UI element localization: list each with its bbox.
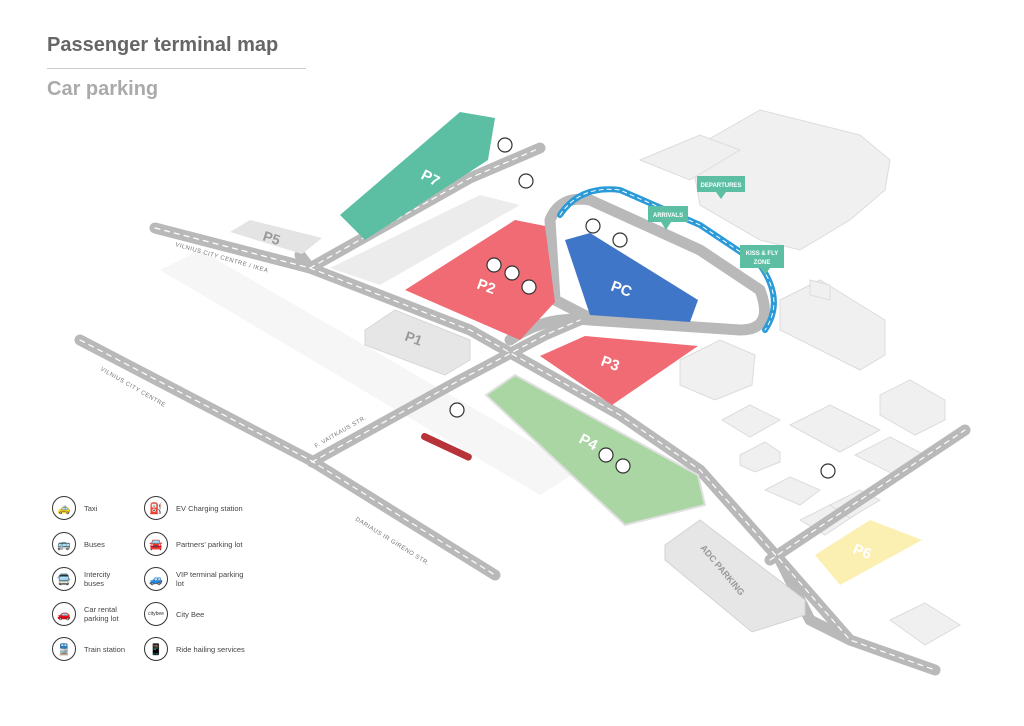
- legend-item-buses: 🚌Buses: [52, 532, 132, 556]
- terminal-building: [689, 109, 891, 251]
- label-p7: P7: [418, 167, 442, 191]
- label-p4: P4: [576, 431, 601, 455]
- vip-parking-icon: [521, 279, 537, 295]
- building: [788, 404, 882, 453]
- svg-text:DEPARTURES: DEPARTURES: [701, 183, 742, 189]
- label-p2: P2: [475, 276, 498, 298]
- label-p6: P6: [851, 541, 874, 563]
- parking-p1: [364, 309, 471, 376]
- building: [763, 476, 821, 506]
- car-rental-icon: [615, 458, 631, 474]
- map-icons: [449, 137, 836, 479]
- page-title: Passenger terminal map: [47, 34, 279, 56]
- legend-item-taxi: 🚕Taxi: [52, 496, 132, 520]
- ev-charging-icon: [486, 257, 502, 273]
- city-bee-icon: citybee: [144, 602, 168, 626]
- svg-text:KISS & FLY: KISS & FLY: [746, 251, 778, 257]
- ev-charging-icon: ⛽: [144, 496, 168, 520]
- ride-hailing-icon: 📱: [144, 637, 168, 661]
- pavement-strip: [160, 250, 580, 495]
- label-p1: P1: [403, 328, 425, 349]
- parking-p6: [815, 520, 922, 585]
- legend-item-partners: 🚘Partners' parking lot: [144, 532, 246, 556]
- parking-adc: [664, 519, 806, 633]
- parking-p2: [405, 220, 555, 340]
- parking-p5: [230, 220, 322, 254]
- building: [720, 404, 782, 438]
- road-vilnius-centre: [74, 334, 501, 581]
- building: [809, 279, 831, 301]
- title-divider: [47, 68, 306, 69]
- train-icon: [449, 402, 465, 418]
- taxi-icon: 🚕: [52, 496, 76, 520]
- parking-p7: [340, 112, 495, 240]
- parking-p4: [484, 373, 707, 527]
- label-p3: P3: [599, 353, 622, 375]
- legend-item-intercity: 🚍Intercity buses: [52, 567, 132, 591]
- callout-kiss-fly: KISS & FLY ZONE: [740, 245, 784, 275]
- buildings: [638, 109, 961, 646]
- train: [421, 432, 472, 461]
- vip-parking-icon: 🚙: [144, 567, 168, 591]
- partners-parking-icon: 🚘: [144, 532, 168, 556]
- train-icon: 🚆: [52, 637, 76, 661]
- taxi-icon: [497, 137, 513, 153]
- ev-charging-icon: [598, 447, 614, 463]
- svg-text:ARRIVALS: ARRIVALS: [653, 213, 683, 219]
- terminal-extension: [638, 134, 742, 181]
- bus-icon: [612, 232, 628, 248]
- legend-item-ride-hailing: 📱Ride hailing services: [144, 637, 246, 661]
- building: [889, 602, 961, 646]
- intercity-bus-icon: 🚍: [52, 567, 76, 591]
- building: [879, 379, 946, 436]
- car-rental-icon: 🚗: [52, 602, 76, 626]
- building: [679, 339, 756, 401]
- parking-pc: [565, 233, 698, 322]
- legend-item-vip: 🚙VIP terminal parking lot: [144, 567, 246, 591]
- callout-arrivals: ARRIVALS: [648, 206, 688, 230]
- city-bee-icon: [504, 265, 520, 281]
- label-pc: PC: [609, 278, 635, 301]
- legend-item-ev: ⛽EV Charging station: [144, 496, 246, 520]
- bus-icon: 🚌: [52, 532, 76, 556]
- partners-parking-icon: [820, 463, 836, 479]
- building: [779, 279, 886, 371]
- taxi-icon: [585, 218, 601, 234]
- bus-icon: [518, 173, 534, 189]
- pavement-area: [330, 195, 520, 285]
- parking-p3: [540, 336, 698, 405]
- road-p5-access: [294, 249, 316, 274]
- road-south: [774, 554, 856, 646]
- label-p5: P5: [261, 228, 282, 249]
- legend-item-train: 🚆Train station: [52, 637, 132, 661]
- page-subtitle: Car parking: [47, 78, 159, 100]
- roads: [74, 142, 971, 676]
- callout-departures: DEPARTURES: [697, 176, 745, 199]
- building: [739, 441, 781, 473]
- legend-item-car-rental: 🚗Car rental parking lot: [52, 602, 132, 626]
- svg-text:ZONE: ZONE: [754, 260, 771, 266]
